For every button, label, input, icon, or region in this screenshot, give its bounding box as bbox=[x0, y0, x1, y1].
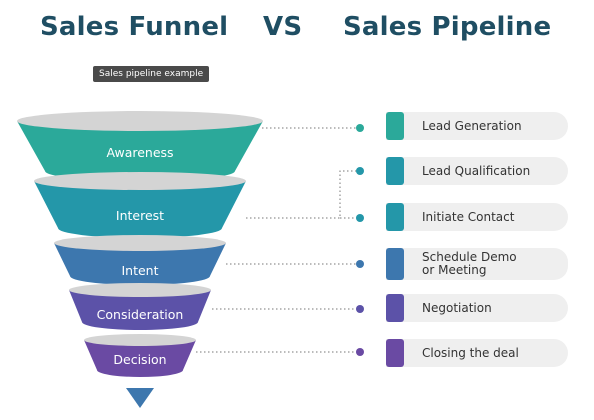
pipeline-color-bar bbox=[386, 248, 404, 280]
pipeline-color-bar bbox=[386, 203, 404, 231]
stage-label-intent: Intent bbox=[121, 263, 159, 278]
pipeline-item-label: Schedule Demo or Meeting bbox=[422, 250, 517, 277]
stage-label-interest: Interest bbox=[115, 208, 165, 223]
funnel-stage-consideration bbox=[69, 283, 211, 330]
pipeline-color-bar bbox=[386, 294, 404, 322]
funnel-stage-intent bbox=[54, 235, 226, 285]
pipeline-item-label: Lead Generation bbox=[422, 118, 522, 133]
stage-label-decision: Decision bbox=[113, 352, 167, 367]
dot-lead-qualification bbox=[356, 167, 364, 175]
pipeline-item-label: Lead Qualification bbox=[422, 163, 531, 178]
dot-lead-generation bbox=[356, 124, 364, 132]
pipeline-item-label: Initiate Contact bbox=[422, 209, 515, 224]
dot-negotiation bbox=[356, 305, 364, 313]
pipeline-item-label: Closing the deal bbox=[422, 345, 519, 360]
dot-initiate-contact bbox=[356, 214, 364, 222]
pipeline-item-closing-the-deal: Closing the deal bbox=[386, 339, 568, 367]
pipeline-item-schedule-demo: Schedule Demo or Meeting bbox=[386, 248, 568, 280]
dot-closing bbox=[356, 348, 364, 356]
stage-label-awareness: Awareness bbox=[106, 145, 174, 160]
pipeline-item-negotiation: Negotiation bbox=[386, 294, 568, 322]
pipeline-item-lead-qualification: Lead Qualification bbox=[386, 157, 568, 185]
sales-funnel-title: Sales Funnel bbox=[40, 12, 229, 42]
funnel-stage-interest bbox=[34, 172, 246, 238]
funnel-stage-awareness bbox=[17, 111, 263, 181]
sales-pipeline-title: Sales Pipeline bbox=[343, 12, 552, 42]
pipeline-color-bar bbox=[386, 157, 404, 185]
pipeline-color-bar bbox=[386, 339, 404, 367]
sales-pipeline-example-tag: Sales pipeline example bbox=[93, 66, 210, 82]
vs-label: VS bbox=[263, 12, 303, 42]
pipeline-item-initiate-contact: Initiate Contact bbox=[386, 203, 568, 231]
stage-label-consideration: Consideration bbox=[96, 307, 184, 322]
dot-schedule-demo bbox=[356, 260, 364, 268]
connector-dots bbox=[356, 124, 364, 356]
connector-interest-qualification bbox=[246, 170, 360, 219]
pipeline-color-bar bbox=[386, 112, 404, 140]
funnel-stage-decision bbox=[84, 334, 196, 377]
pipeline-item-label: Negotiation bbox=[422, 300, 492, 315]
funnel-bottom-arrow bbox=[126, 388, 154, 408]
pipeline-item-lead-generation: Lead Generation bbox=[386, 112, 568, 140]
